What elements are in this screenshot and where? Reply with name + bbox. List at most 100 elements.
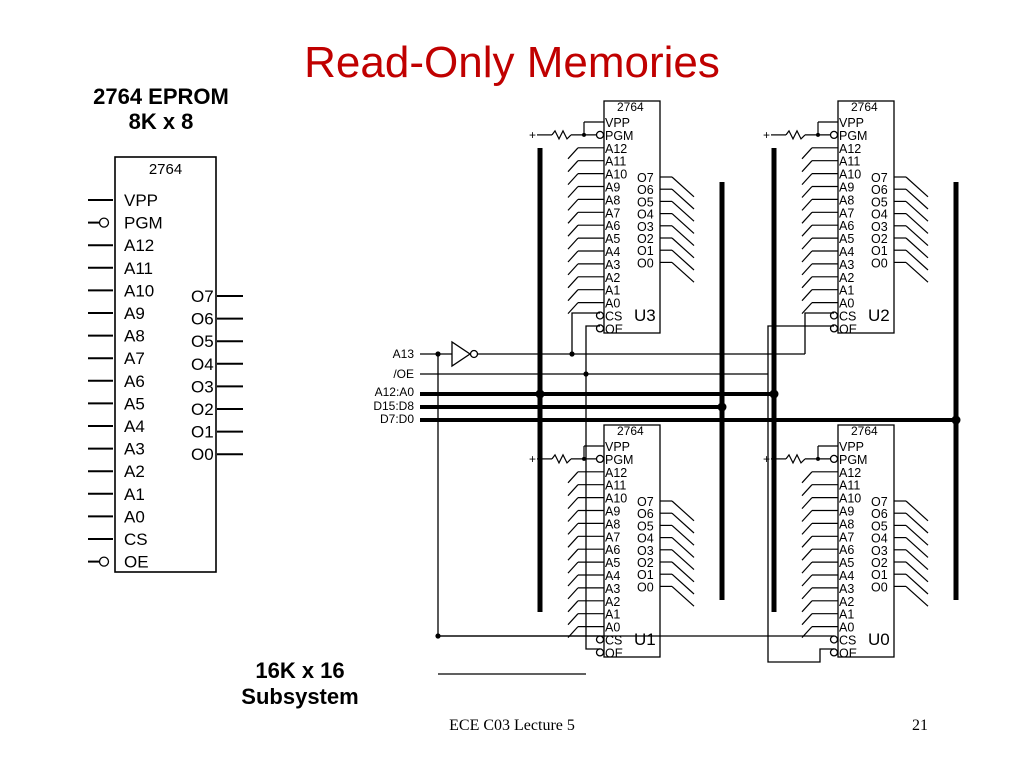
big-chip-pin-label: A9 — [124, 304, 145, 323]
chip-heading-line-2: 8K x 8 — [128, 109, 194, 134]
chip-pin-label: A9 — [605, 181, 620, 195]
subsystem-caption-line-1: 16K x 16 — [255, 658, 345, 683]
chip-body-u0 — [837, 424, 895, 658]
data-wire — [671, 561, 695, 583]
big-chip-pin-label: A1 — [124, 485, 145, 504]
big-chip-pin-bubble — [98, 217, 110, 228]
chip-pin-label: A11 — [605, 155, 626, 169]
address-wire — [567, 471, 579, 484]
data-wire — [671, 237, 695, 259]
chip-pin-label: A0 — [605, 297, 620, 311]
data-wire — [671, 573, 695, 595]
data-wire — [905, 261, 929, 283]
chip-pin-label: A5 — [605, 232, 620, 246]
data-wire — [671, 512, 695, 534]
address-wire — [567, 613, 579, 626]
chip-pin-label: A9 — [605, 505, 620, 519]
chip-output-label: O5 — [871, 195, 888, 209]
chip-pin-label: A12 — [605, 466, 627, 480]
footer-course: ECE C03 Lecture 5 — [449, 717, 575, 734]
big-chip-output-label: O4 — [191, 355, 214, 374]
chip-pin-label: VPP — [605, 116, 630, 130]
address-wire — [567, 497, 579, 510]
cs-bubble — [595, 635, 605, 644]
address-wire — [567, 600, 579, 613]
chip-output-label: O4 — [871, 532, 888, 546]
data-wire — [671, 524, 695, 546]
address-wire — [801, 484, 813, 497]
address-wire — [567, 548, 579, 561]
chip-pin-label: A4 — [605, 245, 620, 259]
address-wire — [801, 276, 813, 289]
data-wire — [671, 188, 695, 210]
big-chip-pin-label: A8 — [124, 327, 145, 346]
data-wire — [905, 512, 929, 534]
data-wire — [905, 561, 929, 583]
signal-label-data-low: D7:D0 — [380, 412, 414, 426]
address-wire — [801, 613, 813, 626]
chip-pin-label: A5 — [839, 232, 854, 246]
chip-output-label: O6 — [871, 507, 888, 521]
chip-pin-label: A9 — [839, 505, 854, 519]
chip-pin-label: CS — [605, 634, 622, 648]
subsystem-caption-line-2: Subsystem — [241, 684, 359, 709]
data-wire — [905, 573, 929, 595]
chip-pin-label: A3 — [839, 582, 854, 596]
address-wire — [567, 147, 579, 160]
data-wire — [671, 537, 695, 558]
chip-output-label: O2 — [637, 556, 654, 570]
big-chip-pin-label: A12 — [124, 236, 154, 255]
address-wire — [567, 574, 579, 587]
chip-pin-label: A10 — [605, 492, 627, 506]
chip-pin-label: A5 — [839, 556, 854, 570]
inverter-bubble — [469, 349, 479, 359]
oe-wire-u0 — [767, 374, 834, 663]
big-chip-pin-label: A6 — [124, 372, 145, 391]
data-wire — [905, 213, 929, 234]
chip-pin-label: A12 — [839, 142, 861, 156]
chip-pin-label: A1 — [605, 608, 620, 622]
chip-pin-label: A11 — [839, 155, 860, 169]
address-wire — [567, 211, 579, 224]
chip-pin-label: A1 — [839, 284, 854, 298]
pgm-bubble — [829, 454, 839, 464]
chip-pin-label: VPP — [839, 440, 864, 454]
address-wire — [567, 302, 579, 315]
address-wire — [567, 587, 579, 600]
data-wire — [905, 176, 929, 198]
address-wire — [567, 263, 579, 276]
chip-pin-label: A1 — [605, 284, 620, 298]
chip-pin-label: A4 — [605, 569, 620, 583]
chip-pin-label: CS — [839, 310, 856, 324]
address-wire — [801, 587, 813, 600]
data-wire — [671, 249, 695, 271]
chip-pin-label: VPP — [839, 116, 864, 130]
chip-pin-label: A11 — [605, 479, 626, 493]
chip-output-label: O7 — [637, 495, 654, 509]
chip-designator: U2 — [868, 306, 890, 325]
chip-pin-label: A2 — [839, 271, 854, 285]
data-wire — [671, 500, 695, 522]
address-wire — [567, 484, 579, 497]
data-wire — [905, 524, 929, 546]
address-wire — [567, 522, 579, 535]
chip-pin-label: A5 — [605, 556, 620, 570]
chip-part-label: 2764 — [617, 424, 644, 438]
chip-output-label: O0 — [637, 256, 654, 270]
chip-output-label: O7 — [871, 171, 888, 185]
chip-output-label: O2 — [637, 232, 654, 246]
address-wire — [801, 173, 813, 186]
chip-pin-label: PGM — [605, 129, 633, 143]
oe-wire-u2 — [767, 325, 834, 374]
address-wire — [801, 548, 813, 561]
chip-pin-label: A8 — [605, 193, 620, 207]
address-wire — [567, 237, 579, 250]
chip-pin-label: OE — [839, 646, 857, 660]
chip-pin-label: A1 — [839, 608, 854, 622]
chip-pin-label: OE — [605, 646, 623, 660]
chip-heading: 2764 EPROM 8K x 8 — [60, 84, 262, 134]
big-chip-pin-bubble — [98, 556, 110, 567]
chip-output-label: O1 — [871, 568, 888, 582]
chip-pin-label: A8 — [839, 517, 854, 531]
chip-body-u2 — [837, 100, 895, 334]
